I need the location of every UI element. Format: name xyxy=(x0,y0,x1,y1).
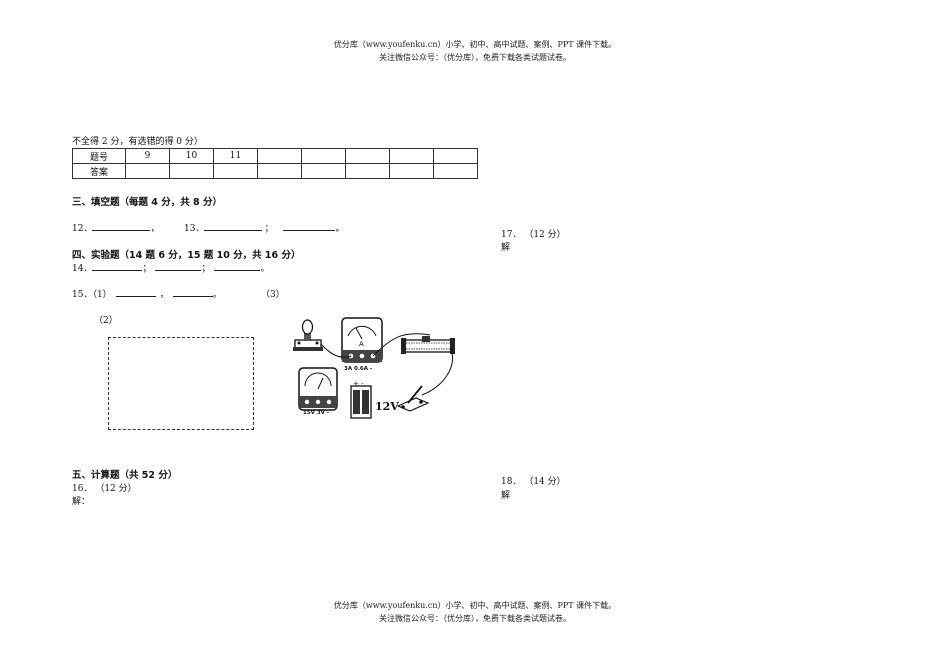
table-cell xyxy=(345,148,390,164)
q15-blank-2[interactable] xyxy=(172,287,213,297)
circuit-drawing-box[interactable] xyxy=(108,337,254,430)
answer-cell[interactable] xyxy=(257,163,302,179)
q16-solve-label: 解： xyxy=(72,497,91,507)
page-footer-line1: 优分库（www.youfenku.cn）小学、初中、高中试题、案例、PPT 课件… xyxy=(333,601,617,610)
q12-line: 12． ， xyxy=(72,221,159,234)
answer-cell[interactable] xyxy=(125,163,170,179)
q15-label: 15．（1） xyxy=(72,290,112,300)
section4-title: 四、实验题（14 题 6 分，15 题 10 分，共 16 分） xyxy=(72,250,301,261)
q15-line: 15．（1） ， 。 xyxy=(72,287,222,300)
q14-label: 14． xyxy=(72,264,93,274)
answer-cell[interactable] xyxy=(213,163,258,179)
q13-blank-1[interactable] xyxy=(204,221,263,231)
ammeter-label: 3A 0.6A - xyxy=(344,366,372,372)
scoring-note: 不全得 2 分，有选错的得 0 分） xyxy=(72,137,203,147)
answer-cell[interactable] xyxy=(389,163,434,179)
table-cell: 10 xyxy=(169,148,214,164)
voltmeter-icon xyxy=(298,367,338,411)
q15-blank-1[interactable] xyxy=(115,287,156,297)
q12-end: ， xyxy=(150,224,160,234)
section3-title: 三、填空题（每题 4 分，共 8 分） xyxy=(72,197,222,208)
table-cell: 9 xyxy=(125,148,170,164)
circuit-apparatus-figure: A 3A 0.6A - 15V 3V - + - 12V xyxy=(293,317,455,419)
battery-icon xyxy=(350,385,372,419)
q15-end: 。 xyxy=(212,290,222,300)
q13-end: 。 xyxy=(335,224,345,234)
voltmeter-label: 15V 3V - xyxy=(303,410,329,416)
page-footer-line2: 关注微信公众号：（优分库），免费下载各类试题试卷。 xyxy=(379,614,571,623)
q17-label: 17． （12 分） xyxy=(501,230,566,240)
q18-label: 18． （14 分） xyxy=(501,477,566,487)
answer-table: 题号 9 10 11 答案 xyxy=(72,148,478,179)
answer-cell[interactable] xyxy=(301,163,346,179)
q14-end: 。 xyxy=(260,264,270,274)
q15-comma: ， xyxy=(159,290,169,300)
q14-blank-2[interactable] xyxy=(155,261,202,271)
table-header-answer: 答案 xyxy=(72,163,126,179)
battery-voltage-label: 12V xyxy=(375,400,399,413)
page-header-line2: 关注微信公众号：（优分库），免费下载各类试题试卷。 xyxy=(379,53,571,62)
light-bulb-icon xyxy=(293,319,323,351)
q13-line: 13． ； 。 xyxy=(184,221,344,234)
q12-blank[interactable] xyxy=(92,221,151,231)
answer-cell[interactable] xyxy=(433,163,478,179)
table-cell xyxy=(257,148,302,164)
table-cell xyxy=(301,148,346,164)
q12-label: 12． xyxy=(72,224,93,234)
rheostat-icon xyxy=(401,336,455,354)
q14-blank-3[interactable] xyxy=(214,261,261,271)
q13-separator: ； xyxy=(264,224,274,234)
answer-table-number-row: 题号 9 10 11 xyxy=(72,148,478,164)
q13-label: 13． xyxy=(184,224,205,234)
knife-switch-icon xyxy=(396,385,430,412)
q15-part3-label: （3） xyxy=(261,290,285,300)
section5-title: 五、计算题（共 52 分） xyxy=(72,470,178,481)
q15-part2-label: （2） xyxy=(94,316,118,326)
q14-separator-2: ； xyxy=(201,264,211,274)
q13-blank-2[interactable] xyxy=(283,221,336,231)
battery-sign: + - xyxy=(353,380,364,388)
table-cell: 11 xyxy=(213,148,258,164)
answer-cell[interactable] xyxy=(345,163,390,179)
table-cell xyxy=(389,148,434,164)
page-header-line1: 优分库（www.youfenku.cn）小学、初中、高中试题、案例、PPT 课件… xyxy=(333,40,617,49)
answer-table-answer-row: 答案 xyxy=(72,163,478,179)
ammeter-icon: A xyxy=(341,317,383,363)
q14-separator-1: ； xyxy=(142,264,152,274)
q17-solve-label: 解 xyxy=(501,243,511,253)
answer-cell[interactable] xyxy=(169,163,214,179)
q18-solve-label: 解 xyxy=(501,491,511,501)
q14-blank-1[interactable] xyxy=(92,261,143,271)
svg-text:A: A xyxy=(359,340,364,348)
q16-label: 16． （12 分） xyxy=(72,484,137,494)
table-header-number: 题号 xyxy=(72,148,126,164)
q14-line: 14． ； ； 。 xyxy=(72,261,270,274)
table-cell xyxy=(433,148,478,164)
